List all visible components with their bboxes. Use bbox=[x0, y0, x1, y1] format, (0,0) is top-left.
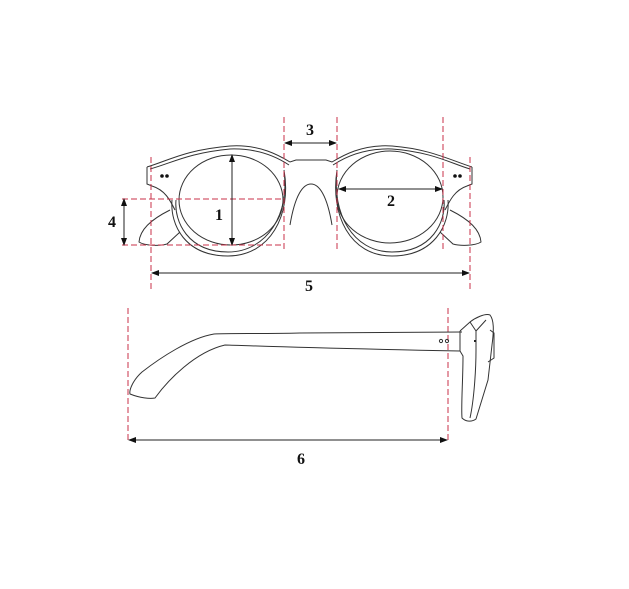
label-3: 3 bbox=[306, 122, 314, 139]
rivet-icon bbox=[453, 174, 457, 178]
rivet-icon bbox=[165, 174, 169, 178]
side-view-temple bbox=[129, 314, 495, 422]
rivet-icon bbox=[458, 174, 462, 178]
dimension-arrows bbox=[121, 140, 470, 443]
label-4: 4 bbox=[108, 214, 116, 231]
label-6: 6 bbox=[297, 451, 305, 468]
label-2: 2 bbox=[387, 193, 395, 210]
rivet-icon bbox=[160, 174, 164, 178]
front-view-frame bbox=[138, 145, 482, 257]
label-5: 5 bbox=[305, 278, 313, 295]
guide-lines bbox=[122, 117, 471, 442]
dimension-labels: 1 2 3 4 5 6 bbox=[108, 122, 395, 468]
label-1: 1 bbox=[215, 207, 223, 224]
